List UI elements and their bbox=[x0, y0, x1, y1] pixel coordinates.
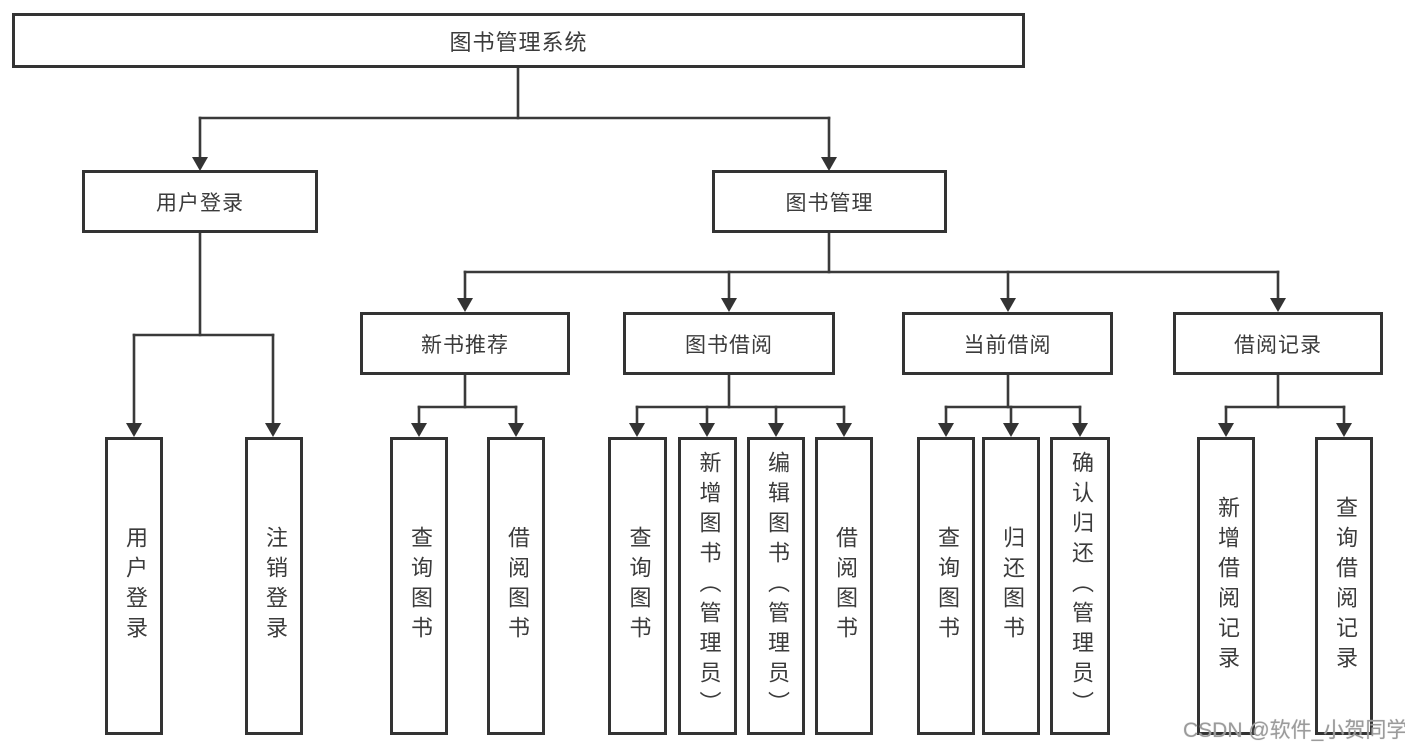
leaf-edit-books-admin: 编辑图书（管理员） bbox=[747, 437, 805, 735]
node-user-login: 用户登录 bbox=[82, 170, 318, 233]
node-label: 借阅图书 bbox=[833, 526, 858, 646]
node-label: 归还图书 bbox=[1000, 526, 1025, 646]
leaf-add-borrow-record: 新增借阅记录 bbox=[1197, 437, 1255, 735]
node-book-management: 图书管理 bbox=[712, 170, 947, 233]
leaf-query-books-1: 查询图书 bbox=[390, 437, 448, 735]
leaf-borrow-books-1: 借阅图书 bbox=[487, 437, 545, 735]
node-label: 当前借阅 bbox=[963, 333, 1052, 357]
leaf-return-books: 归还图书 bbox=[982, 437, 1040, 735]
node-label: 查询图书 bbox=[626, 526, 652, 646]
node-label: 借阅图书 bbox=[505, 526, 530, 646]
node-book-borrow: 图书借阅 bbox=[623, 312, 835, 375]
node-label: 借阅记录 bbox=[1234, 333, 1322, 357]
node-library-management-system: 图书管理系统 bbox=[12, 13, 1025, 68]
leaf-user-login: 用户登录 bbox=[105, 437, 163, 735]
node-label: 图书管理 bbox=[785, 191, 874, 215]
node-label: 查询图书 bbox=[408, 526, 433, 646]
node-borrow-records: 借阅记录 bbox=[1173, 312, 1383, 375]
leaf-logout: 注销登录 bbox=[245, 437, 303, 735]
node-label: 新书推荐 bbox=[421, 333, 509, 357]
node-label: 编辑图书（管理员） bbox=[765, 451, 790, 721]
node-label: 图书借阅 bbox=[685, 333, 773, 357]
node-current-borrow: 当前借阅 bbox=[902, 312, 1113, 375]
leaf-query-books-2: 查询图书 bbox=[608, 437, 667, 735]
node-label: 注销登录 bbox=[263, 526, 288, 646]
node-new-book-recommend: 新书推荐 bbox=[360, 312, 570, 375]
node-label: 新增借阅记录 bbox=[1215, 496, 1240, 676]
node-label: 查询图书 bbox=[935, 526, 960, 646]
leaf-query-books-3: 查询图书 bbox=[917, 437, 975, 735]
node-label: 新增图书（管理员） bbox=[696, 451, 722, 721]
leaf-confirm-return-admin: 确认归还（管理员） bbox=[1050, 437, 1110, 735]
leaf-query-borrow-record: 查询借阅记录 bbox=[1315, 437, 1373, 735]
leaf-borrow-books-2: 借阅图书 bbox=[815, 437, 873, 735]
node-label: 确认归还（管理员） bbox=[1069, 451, 1094, 721]
leaf-add-books-admin: 新增图书（管理员） bbox=[678, 437, 737, 735]
csdn-watermark: CSDN @软件_小贺同学 bbox=[1183, 719, 1405, 742]
node-label: 查询借阅记录 bbox=[1333, 496, 1358, 676]
node-label: 图书管理系统 bbox=[449, 29, 588, 55]
node-label: 用户登录 bbox=[156, 191, 244, 215]
node-label: 用户登录 bbox=[123, 526, 148, 646]
